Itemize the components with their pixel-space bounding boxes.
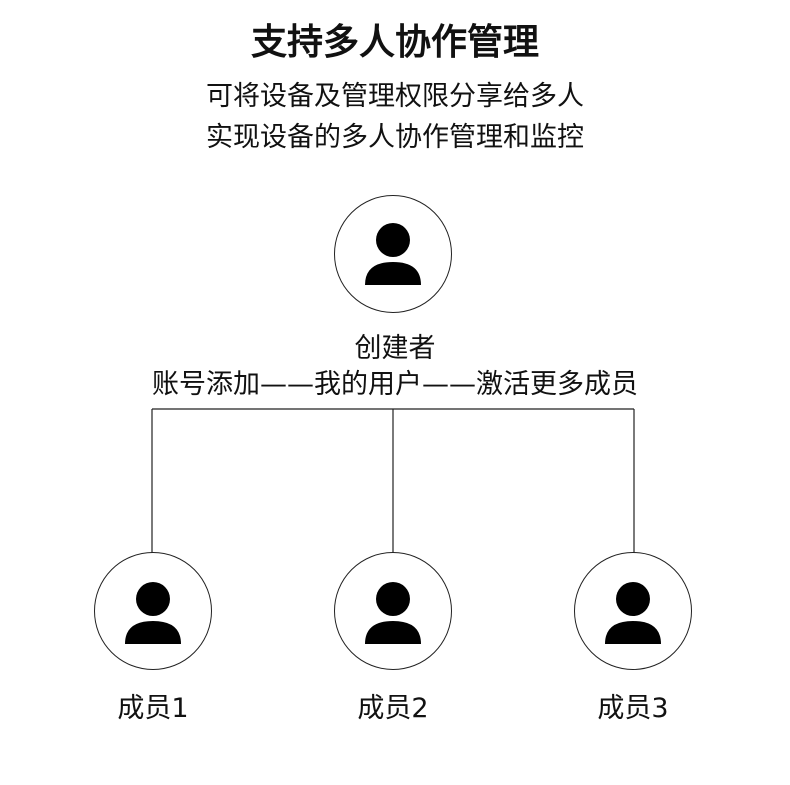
subtitle-line-2: 实现设备的多人协作管理和监控 xyxy=(206,122,584,153)
member-1-avatar xyxy=(94,552,212,670)
flow-steps-text: 账号添加——我的用户——激活更多成员 xyxy=(152,369,638,400)
creator-label: 创建者 xyxy=(354,333,436,364)
member-3-avatar xyxy=(574,552,692,670)
member-1-label: 成员1 xyxy=(117,693,189,724)
member-2-avatar xyxy=(334,552,452,670)
user-icon xyxy=(605,582,661,644)
user-icon xyxy=(365,223,421,285)
page-title: 支持多人协作管理 xyxy=(250,22,539,63)
member-2-label: 成员2 xyxy=(357,693,429,724)
user-icon xyxy=(125,582,181,644)
user-icon xyxy=(365,582,421,644)
creator-avatar xyxy=(334,195,452,313)
subtitle-line-1: 可将设备及管理权限分享给多人 xyxy=(206,81,584,112)
member-3-label: 成员3 xyxy=(597,693,669,724)
